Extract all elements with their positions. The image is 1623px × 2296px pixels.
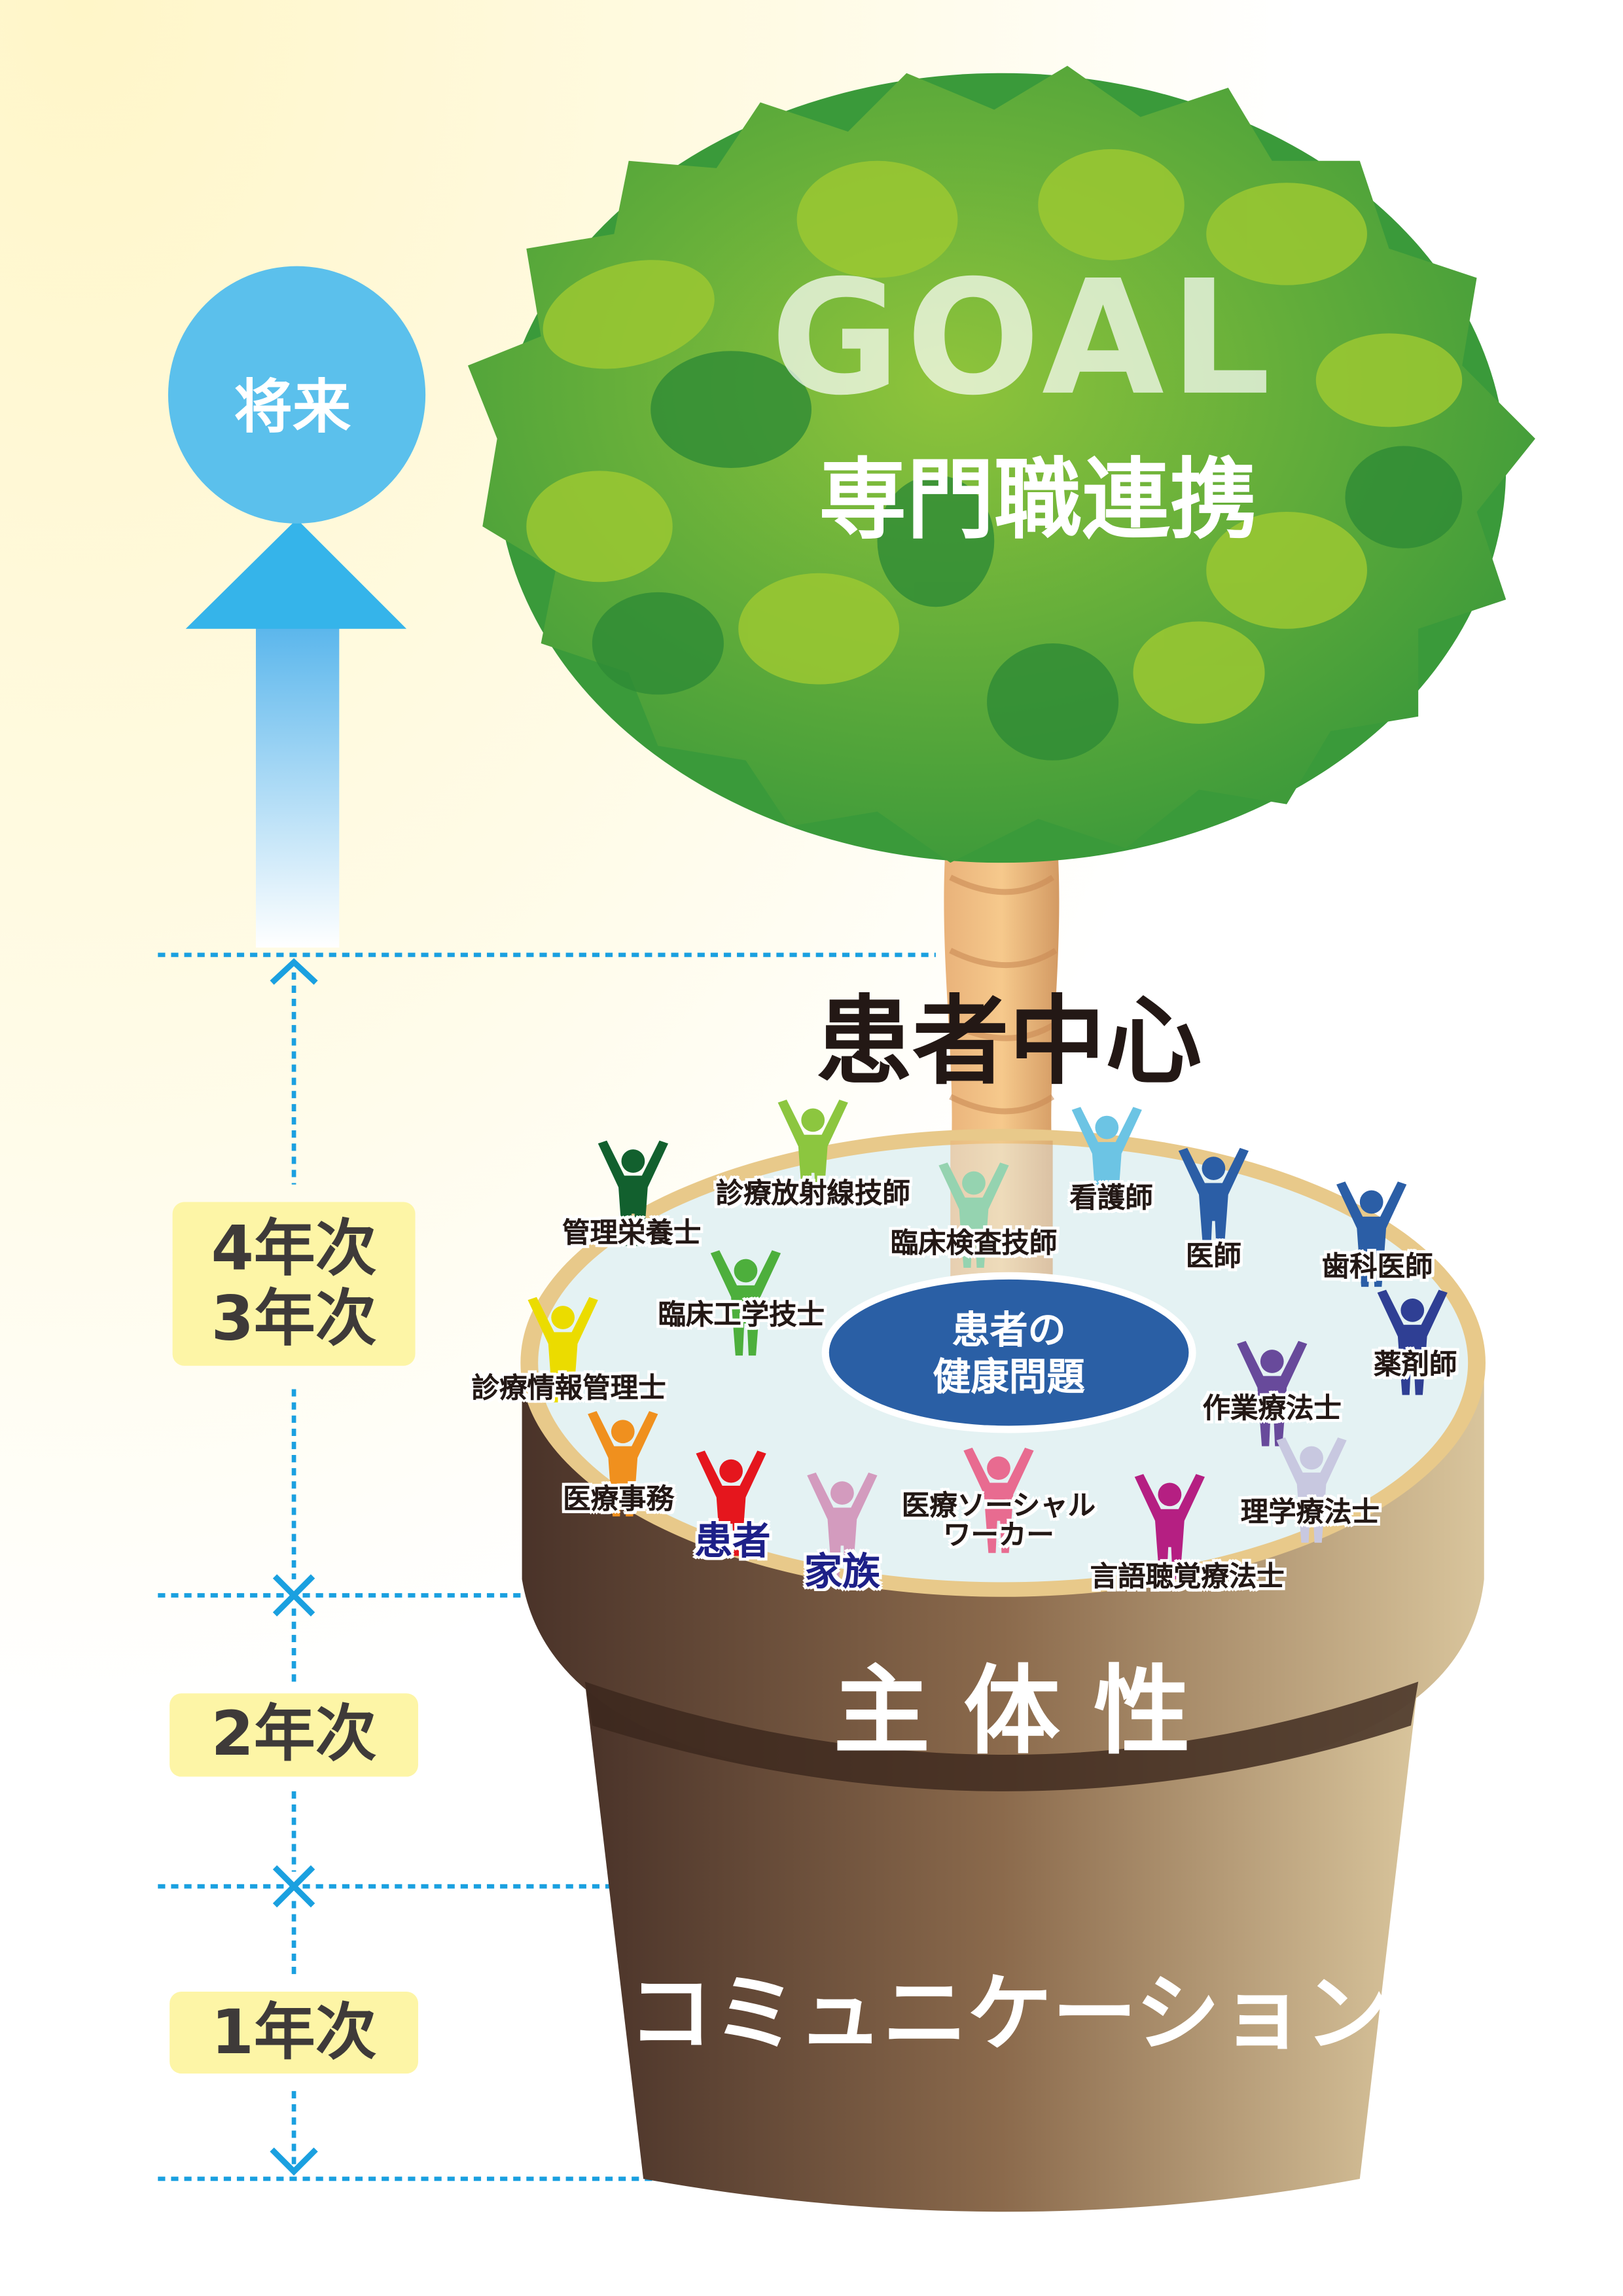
future-arrow-shaft	[255, 626, 340, 948]
core-ellipse	[829, 1279, 1189, 1426]
person-icon	[963, 1447, 1034, 1553]
person-icon	[1336, 1181, 1407, 1287]
pot-lower-label: コミュニケーション	[628, 1964, 1390, 2064]
timeline-markers	[270, 958, 318, 2176]
profession-label: 診療放射線技師	[716, 1172, 910, 1211]
person-icon	[1377, 1289, 1448, 1395]
year-label: 3年次	[211, 1282, 377, 1354]
person-icon	[588, 1411, 658, 1516]
person-icon	[777, 1100, 848, 1205]
profession-label: 臨床工学技士	[658, 1293, 825, 1333]
profession-label: 歯科医師	[1322, 1245, 1433, 1284]
profession-label: 患者	[694, 1511, 770, 1566]
profession-label-text: 臨床検査技師	[890, 1227, 1058, 1260]
future-arrow-head	[185, 519, 407, 629]
person-icon	[597, 1140, 669, 1246]
profession-label: 家族	[804, 1542, 880, 1596]
profession-label-text: 看護師	[1069, 1182, 1153, 1215]
profession-label: 看護師	[1069, 1176, 1152, 1215]
profession-label: 医師	[1186, 1235, 1241, 1274]
goal-subtitle: 専門職連携	[819, 450, 1258, 552]
person-icon	[1237, 1340, 1308, 1446]
profession-label-text: 管理栄養士	[562, 1217, 702, 1250]
core-line2: 健康問題	[933, 1356, 1085, 1401]
tree-crown	[467, 65, 1535, 863]
person-icon	[807, 1472, 878, 1578]
profession-label: 臨床検査技師	[891, 1222, 1058, 1261]
pot-upper-label: 主 体 性	[833, 1655, 1190, 1768]
profession-label: 診療情報管理士	[472, 1367, 666, 1406]
profession-label-text: 診療情報管理士	[471, 1372, 666, 1405]
profession-label: 理学療法士	[1241, 1491, 1380, 1530]
year-label: 4年次	[211, 1211, 377, 1283]
tree-trunk	[944, 819, 1060, 1170]
profession-label-text: 臨床工学技士	[658, 1299, 825, 1332]
person-icon	[710, 1250, 781, 1356]
person-icon	[1178, 1147, 1249, 1253]
year-badge-3-4: 4年次 3年次	[172, 1202, 416, 1366]
year-badge-2: 2年次	[169, 1693, 418, 1777]
profession-label-text: ワーカー	[943, 1519, 1054, 1552]
profession-label: 管理栄養士	[562, 1211, 701, 1251]
profession-label-text: 医療事務	[563, 1483, 674, 1516]
profession-label-text: 医療ソーシャル	[901, 1490, 1096, 1522]
profession-label: 作業療法士	[1203, 1387, 1342, 1426]
center-label: 患者中心	[815, 985, 1202, 1098]
profession-label-text: 医師	[1185, 1240, 1241, 1273]
profession-label: 薬剤師	[1374, 1343, 1457, 1382]
person-icon	[938, 1162, 1009, 1268]
profession-label-text: 薬剤師	[1374, 1349, 1457, 1382]
profession-label-text: 理学療法士	[1240, 1496, 1380, 1529]
goal-title: GOAL	[770, 247, 1277, 431]
future-circle	[168, 266, 426, 524]
person-icon	[1276, 1437, 1347, 1543]
profession-label-text: 患者	[694, 1520, 771, 1564]
year-badge-1: 1年次	[169, 1991, 418, 2074]
profession-label-text: 作業療法士	[1202, 1393, 1342, 1426]
profession-label: 医療事務	[563, 1478, 674, 1517]
profession-label-text: 歯科医師	[1321, 1251, 1433, 1283]
profession-label-text: 家族	[804, 1551, 881, 1595]
person-icon	[527, 1297, 598, 1403]
future-label: 将来	[234, 374, 351, 442]
person-icon	[696, 1450, 766, 1556]
profession-label: 医療ソーシャルワーカー	[902, 1492, 1096, 1550]
core-line1: 患者の	[952, 1309, 1066, 1354]
profession-label: 言語聴覚療法士	[1090, 1555, 1285, 1594]
person-icon	[1134, 1474, 1205, 1579]
person-icon	[1071, 1107, 1142, 1213]
profession-label-text: 言語聴覚療法士	[1090, 1561, 1285, 1594]
profession-label-text: 診療放射線技師	[715, 1177, 910, 1210]
